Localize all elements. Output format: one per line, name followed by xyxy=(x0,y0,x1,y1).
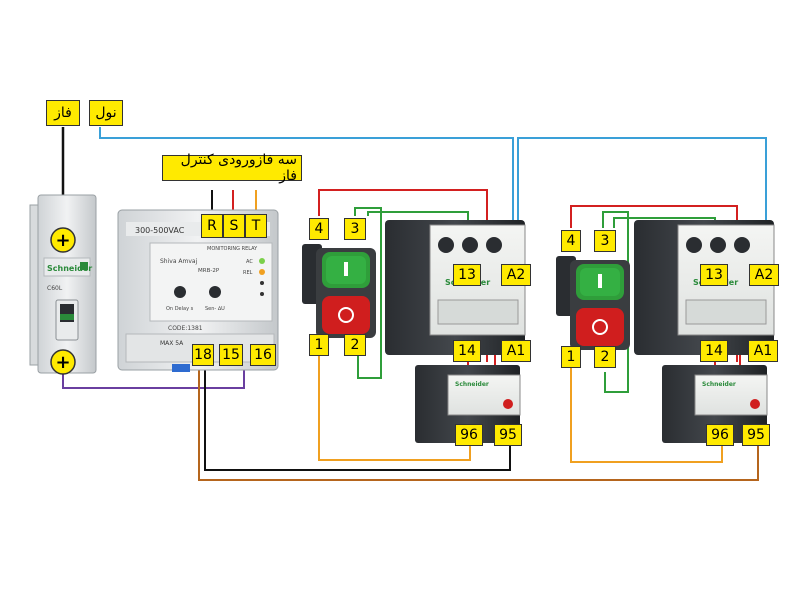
monitoring-relay: 300-500VAC MONITORING RELAY Shiva Amvaj … xyxy=(117,209,279,372)
u1-overload-terminal-95: 95 xyxy=(494,424,522,446)
led-ac-icon xyxy=(259,258,265,264)
supply-wire xyxy=(62,362,245,389)
u2-button-terminal-1: 1 xyxy=(561,346,581,368)
overload-1-reset-icon[interactable] xyxy=(503,399,513,409)
relay-terminal-16: 16 xyxy=(250,344,276,366)
circuit-breaker: Schneider C60L + + xyxy=(29,194,97,375)
relay-voltage: 300-500VAC xyxy=(135,226,185,235)
neutral-wire xyxy=(99,127,514,262)
u1-contactor-terminal-14: 14 xyxy=(453,340,481,362)
overload-2-brand: Schneider xyxy=(702,381,736,388)
u2-overload-terminal-96: 96 xyxy=(706,424,734,446)
breaker-bottom-terminal-icon xyxy=(50,349,76,375)
relay-led-rel: REL xyxy=(243,270,253,276)
u2-button-terminal-3: 3 xyxy=(594,230,616,252)
u1-button-terminal-1: 1 xyxy=(309,334,329,356)
relay-terminal-15: 15 xyxy=(219,344,243,366)
u1-contactor-terminal-13: 13 xyxy=(453,264,481,286)
breaker-brand: Schneider xyxy=(47,264,92,273)
u2-contactor-terminal-a2: A2 xyxy=(749,264,779,286)
contactor-unit-1: Schneider Schneider xyxy=(385,220,526,443)
neutral-wire-2 xyxy=(517,137,767,262)
relay-max: MAX 5A xyxy=(160,340,184,347)
terminal-s: S xyxy=(223,214,245,238)
terminal-r: R xyxy=(201,214,223,238)
u1-button-terminal-3: 3 xyxy=(344,218,366,240)
u2-overload-terminal-95: 95 xyxy=(742,424,770,446)
start-stop-button-unit-1[interactable] xyxy=(302,244,376,338)
breaker-model: C60L xyxy=(47,285,63,292)
terminal-t: T xyxy=(245,214,267,238)
u2-contactor-terminal-a1: A1 xyxy=(748,340,778,362)
overload-1-brand: Schneider xyxy=(455,381,489,388)
u2-button-terminal-4: 4 xyxy=(561,230,581,252)
phase-label: فاز xyxy=(46,100,80,126)
relay-brand: Shiva Amvaj xyxy=(160,258,198,265)
u1-button-terminal-4: 4 xyxy=(309,218,329,240)
u1-overload-terminal-96: 96 xyxy=(455,424,483,446)
breaker-plus-top: + xyxy=(55,230,70,251)
neutral-label: نول xyxy=(89,100,123,126)
u2-contactor-terminal-13: 13 xyxy=(700,264,728,286)
u2-contactor-terminal-14: 14 xyxy=(700,340,728,362)
contactor-unit-2: Schneider Schneider xyxy=(634,220,775,443)
relay-title: MONITORING RELAY xyxy=(207,246,258,252)
u1-contactor-terminal-a1: A1 xyxy=(501,340,531,362)
relay-terminal-18: 18 xyxy=(192,344,214,366)
u1-button-terminal-2: 2 xyxy=(344,334,366,356)
relay-led-ac: AC xyxy=(246,259,253,265)
breaker-top-terminal-icon xyxy=(50,227,76,253)
u2-orange-wire xyxy=(570,364,723,463)
relay-code: CODE:1381 xyxy=(168,325,203,332)
u2-button-terminal-2: 2 xyxy=(594,346,616,368)
relay-model: MRB-2P xyxy=(198,268,220,274)
led-rel-icon xyxy=(259,269,265,275)
u1-green-wire xyxy=(354,207,382,379)
start-stop-button-unit-2[interactable] xyxy=(556,256,630,350)
u1-contactor-terminal-a2: A2 xyxy=(501,264,531,286)
relay-to-unit1-wire xyxy=(204,362,511,471)
relay-to-unit2-wire xyxy=(198,362,759,481)
three-phase-input-label: سه فازورودی کنترل فاز xyxy=(162,152,302,184)
relay-on-delay-label: On Delay s xyxy=(166,306,194,312)
breaker-plus-bottom: + xyxy=(55,352,70,373)
relay-sens-label: Sen- ∆U xyxy=(205,306,225,312)
u1-orange-wire xyxy=(318,354,471,461)
overload-2-reset-icon[interactable] xyxy=(750,399,760,409)
on-delay-knob-icon[interactable] xyxy=(174,286,186,298)
sens-knob-icon[interactable] xyxy=(209,286,221,298)
